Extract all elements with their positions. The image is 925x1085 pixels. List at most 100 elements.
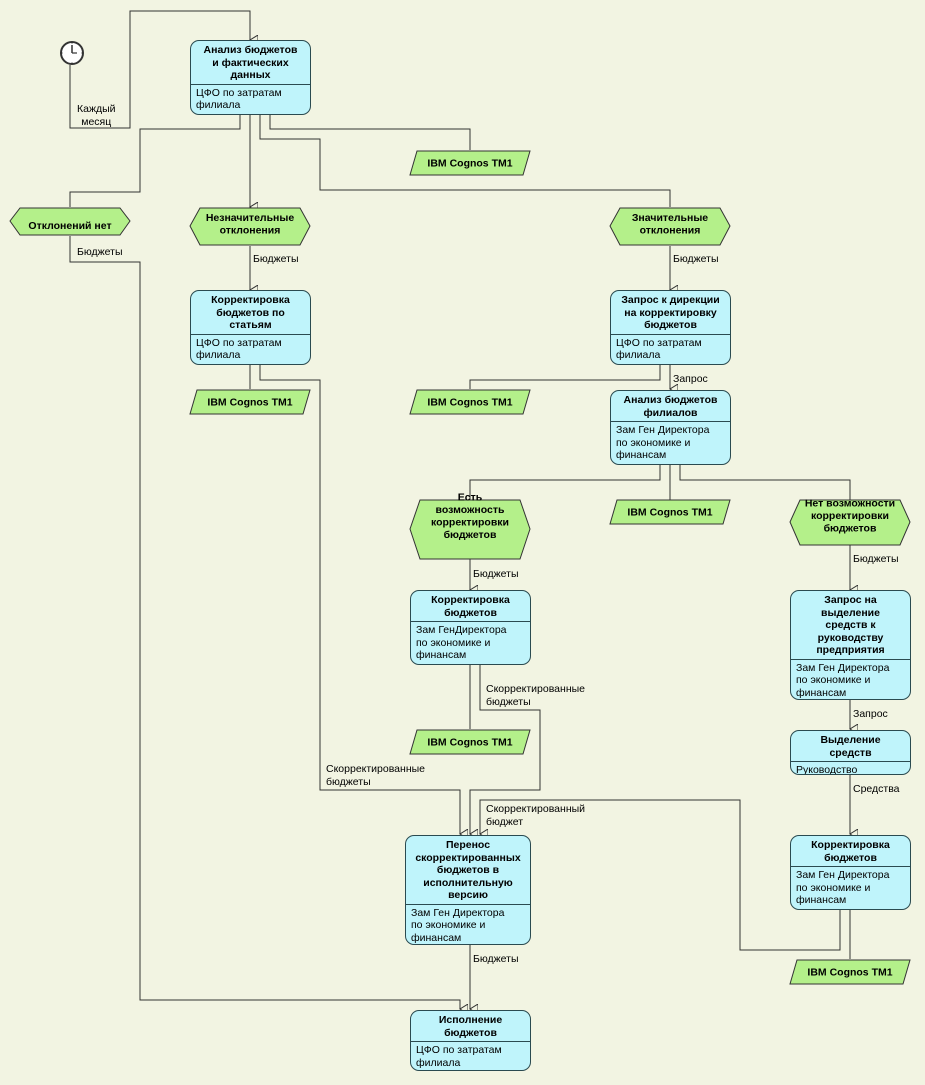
text-line: Зам Ген Директора (796, 869, 890, 881)
text-line: корректировки (431, 516, 509, 528)
text-line: корректировки (811, 510, 889, 522)
text-line: бюджетов (444, 1026, 497, 1039)
system-cognos-5-label: IBM Cognos TM1 (427, 737, 512, 749)
text-line: Есть (458, 491, 483, 503)
text-line: Корректировка (211, 294, 290, 306)
event-no-deviations: Отклонений нет (9, 207, 131, 236)
clock-icon (60, 41, 84, 65)
flow-label-budgets: Бюджеты (853, 553, 899, 565)
system-cognos-1-label: IBM Cognos TM1 (427, 158, 512, 170)
system-cognos-5: IBM Cognos TM1 (409, 729, 531, 755)
text-line: на корректировку (624, 306, 717, 319)
text-line: Незначительные (206, 212, 295, 224)
text-line: Перенос (445, 839, 491, 851)
text-line: по экономике и (616, 436, 691, 449)
system-cognos-6-label: IBM Cognos TM1 (807, 967, 892, 979)
flow-label-budgets: Бюджеты (473, 568, 519, 580)
text-line: скорректированных (415, 851, 521, 864)
text-line: ЦФО по затратам (196, 336, 282, 349)
text-line: филиала (616, 349, 661, 361)
text-line: по экономике и (796, 674, 871, 686)
text-line: Анализ бюджетов (623, 394, 718, 406)
text-line: Исполнение (438, 1014, 503, 1026)
flow-label-budgets: Бюджеты (253, 253, 299, 265)
text-line: финансам (796, 894, 847, 906)
text-line: предприятия (816, 644, 885, 656)
text-line: филиала (416, 1056, 461, 1069)
text-line: Каждый (77, 103, 116, 115)
system-cognos-2: IBM Cognos TM1 (189, 389, 311, 415)
system-cognos-3: IBM Cognos TM1 (409, 389, 531, 415)
text-line: средств к (825, 619, 876, 631)
text-line: бюджеты (486, 696, 531, 708)
text-line: бюджетов (824, 851, 877, 864)
text-line: филиала (196, 349, 241, 361)
text-line: Руководство (796, 764, 858, 775)
text-line: филиалов (643, 406, 698, 419)
text-line: руководству (817, 631, 884, 644)
text-line: финансам (411, 931, 462, 944)
flow-label-budgets: Бюджеты (473, 953, 519, 965)
text-line: Нет возможности (805, 498, 895, 510)
system-cognos-4-label: IBM Cognos TM1 (627, 507, 712, 519)
text-line: отклонения (640, 224, 701, 236)
text-line: финансам (616, 449, 667, 461)
flow-label-request: Запрос (673, 373, 708, 385)
text-line: отклонения (220, 224, 281, 236)
text-line: версию (448, 889, 488, 901)
text-line: бюджетов (444, 606, 497, 619)
text-line: бюджетов (644, 319, 697, 331)
flow-label-request: Запрос (853, 708, 888, 720)
text-line: средств (829, 746, 872, 759)
text-line: Зам Ген Директора (796, 661, 890, 674)
system-cognos-4: IBM Cognos TM1 (609, 499, 731, 525)
text-line: бюджет (486, 816, 524, 828)
text-line: Отклонений нет (28, 220, 111, 232)
text-line: данных (230, 69, 271, 81)
text-line: и фактических (212, 56, 289, 69)
text-line: по экономике и (416, 636, 491, 649)
text-line: Запрос к дирекции (621, 294, 720, 306)
flow-label-funds: Средства (853, 783, 900, 795)
text-line: ЦФО по затратам (416, 1044, 502, 1056)
text-line: Выделение (820, 734, 881, 746)
task-role: Руководство (791, 762, 910, 775)
system-cognos-2-label: IBM Cognos TM1 (207, 397, 292, 409)
text-line: Анализ бюджетов (203, 44, 298, 56)
system-cognos-1: IBM Cognos TM1 (409, 150, 531, 176)
text-line: бюджетов (444, 529, 497, 541)
text-line: Скорректированный (486, 803, 586, 815)
text-line: ЦФО по затратам (616, 336, 702, 349)
flow-label-budgets: Бюджеты (673, 253, 719, 265)
text-line: финансам (796, 686, 847, 699)
text-line: исполнительную (423, 876, 513, 889)
